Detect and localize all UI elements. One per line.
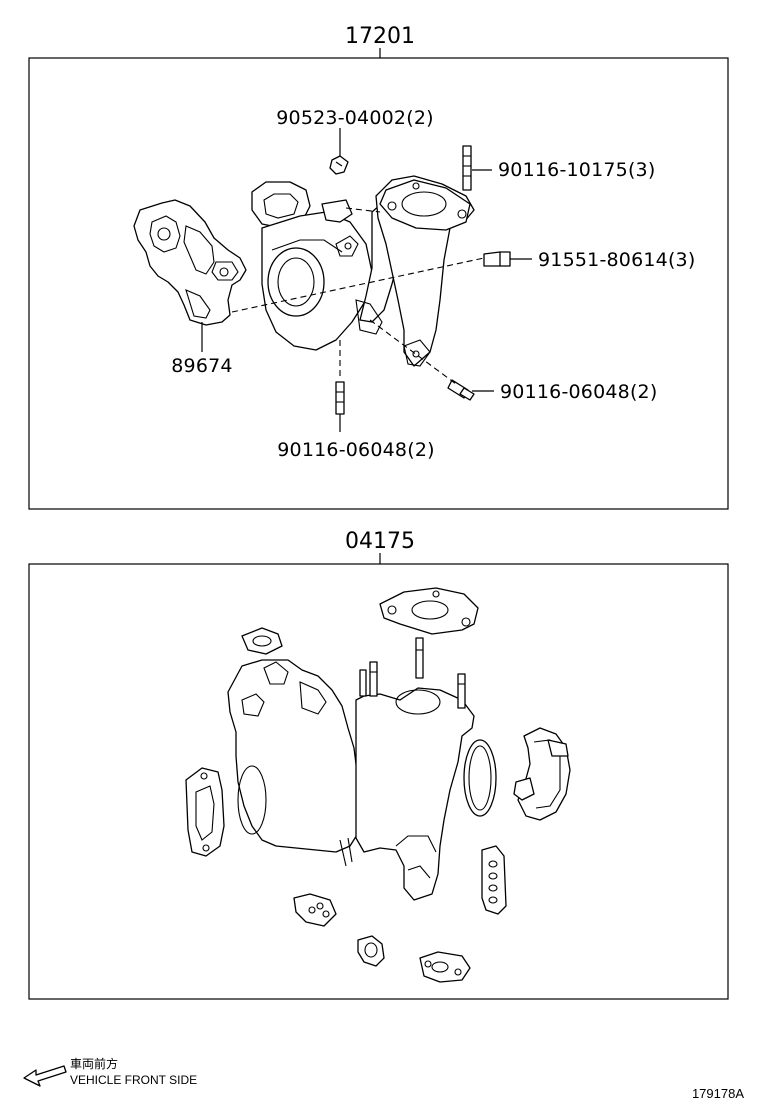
exhaust-flange-gasket[interactable] bbox=[379, 587, 479, 635]
direction-label-en: VEHICLE FRONT SIDE bbox=[70, 1073, 197, 1087]
stud-right[interactable] bbox=[447, 379, 475, 401]
callout-bolt: 91551-80614(3) bbox=[538, 249, 695, 271]
stud-top[interactable] bbox=[462, 145, 472, 191]
assembly-line-top bbox=[345, 207, 381, 213]
callout-stud-top: 90116-10175(3) bbox=[498, 159, 655, 181]
illustration-number: 179178A bbox=[692, 1086, 744, 1101]
callout-stud-right: 90116-06048(2) bbox=[500, 381, 657, 403]
exhaust-elbow[interactable] bbox=[375, 175, 475, 367]
water-inlet-gasket[interactable] bbox=[293, 893, 337, 927]
union-fitting[interactable] bbox=[357, 935, 385, 967]
small-gasket-top[interactable] bbox=[241, 627, 283, 655]
callout-clip: 90523-04002(2) bbox=[276, 107, 433, 129]
flange-bolt[interactable] bbox=[483, 251, 511, 267]
top-group-code: 17201 bbox=[345, 24, 415, 49]
bottom-group-code: 04175 bbox=[345, 529, 415, 554]
actuator-bracket[interactable] bbox=[133, 199, 247, 326]
compressor-inlet-gasket[interactable] bbox=[185, 767, 225, 857]
o-ring-seal[interactable] bbox=[463, 739, 497, 817]
assembly-line-stud-right bbox=[369, 319, 457, 385]
turbocharger-assembly[interactable] bbox=[227, 637, 475, 901]
assembly-line-bolt bbox=[231, 257, 485, 313]
oil-line-gasket[interactable] bbox=[481, 845, 507, 915]
front-direction-arrow-icon bbox=[23, 1065, 67, 1087]
stud-bottom[interactable] bbox=[335, 381, 345, 415]
callout-stud-bottom: 90116-06048(2) bbox=[277, 439, 434, 461]
bottom-group-frame bbox=[28, 563, 729, 1000]
oil-outlet-gasket[interactable] bbox=[419, 951, 471, 983]
callout-actuator: 89674 bbox=[171, 355, 232, 377]
v-band-clamp[interactable] bbox=[513, 727, 571, 821]
clip-fastener[interactable] bbox=[329, 155, 349, 175]
direction-label-jp: 車両前方 bbox=[70, 1056, 118, 1071]
top-group-frame bbox=[28, 57, 729, 510]
